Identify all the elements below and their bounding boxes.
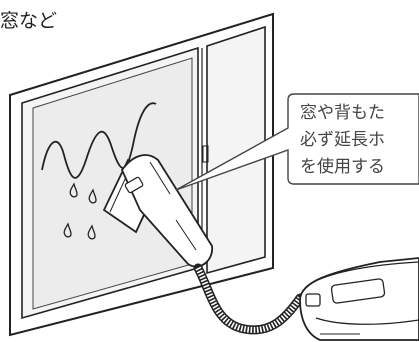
water-drop-icon	[88, 188, 97, 204]
water-drop-icon	[63, 222, 72, 238]
callout-text: 窓や背もた 必ず延長ホ を使用する	[300, 100, 385, 181]
extension-handle	[120, 154, 213, 268]
section-heading: 窓など	[0, 10, 58, 32]
steam-cleaner-illustration	[299, 257, 419, 341]
smudge-mark	[41, 102, 157, 179]
callout-line: 窓や背もた	[300, 103, 385, 123]
callout-line: を使用する	[300, 157, 385, 177]
callout-line: 必ず延長ホ	[300, 130, 385, 150]
callout-bubble	[175, 93, 419, 191]
water-drop-icon	[69, 182, 78, 198]
water-drop-icon	[87, 224, 96, 240]
window-pane-right	[206, 25, 266, 275]
